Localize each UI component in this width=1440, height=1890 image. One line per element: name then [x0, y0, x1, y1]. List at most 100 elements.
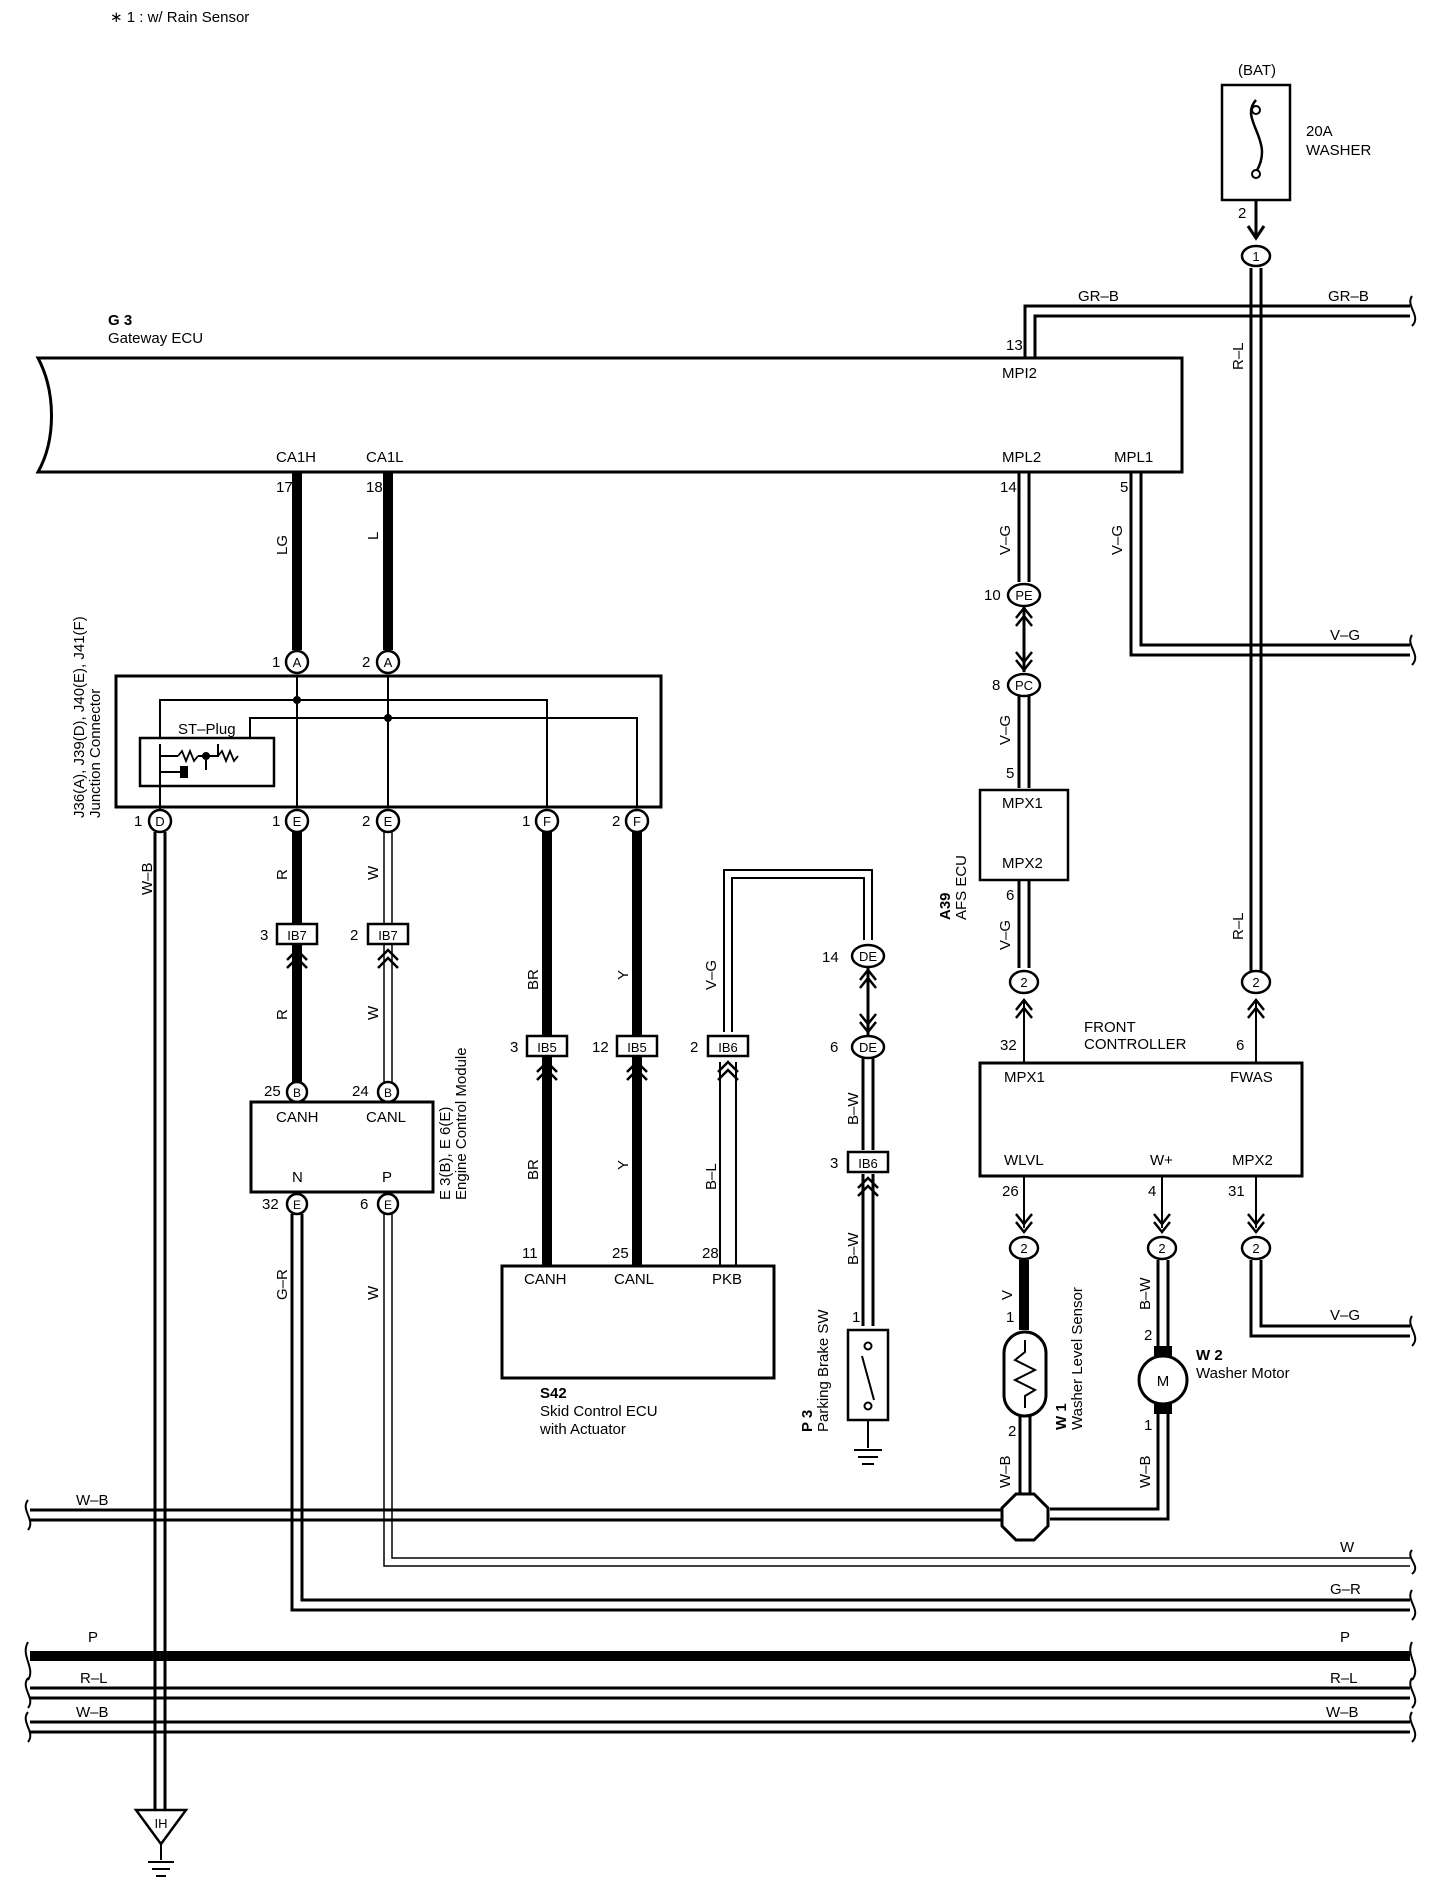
connector-ib6-2: 3 IB6 [830, 1150, 890, 1197]
wire-label-r-l-top: R–L [1230, 342, 1247, 370]
ib5-no-1: 3 [510, 1039, 518, 1056]
ecm-p6-code: E [384, 1198, 392, 1212]
jc-f1-code: F [543, 814, 551, 829]
ib6-no-1: 2 [690, 1039, 698, 1056]
bus-label-p-right: P [1340, 1629, 1350, 1646]
wire-label-b-w-1: B–W [845, 1092, 862, 1125]
ecm-p25-code: B [293, 1086, 301, 1100]
wire-label-w-4: W [1340, 1539, 1355, 1556]
connector-pc-label: PC [1015, 678, 1033, 693]
parking-brake-switch: 1 P 3 Parking Brake SW [799, 1309, 890, 1465]
wire-label-y-2: Y [615, 1160, 632, 1170]
washer-motor-p2: 2 [1144, 1327, 1152, 1344]
gateway-pin-mpl1-no: 5 [1120, 479, 1128, 496]
wire-v-g-afs-in [1017, 696, 1031, 788]
jc-name: Junction Connector [87, 689, 104, 818]
jc-e1-code: E [293, 814, 302, 829]
fc-mpx2: MPX2 [1232, 1152, 1273, 1169]
wire-label-v-g-3: V–G [1330, 627, 1360, 644]
wire-label-w-3: W [365, 1285, 382, 1300]
fc-name1: FRONT [1084, 1019, 1136, 1036]
connector-2-wplus [1146, 1235, 1178, 1261]
afs-pin5: 5 [1006, 765, 1014, 782]
gateway-id: G 3 [108, 312, 132, 329]
washer-level-p2: 2 [1008, 1423, 1016, 1440]
wire-label-v-g-7: V–G [703, 960, 720, 990]
connector-1-label: 1 [1252, 249, 1259, 264]
jc-d1-code: D [155, 814, 164, 829]
connector-2-label: 2 [1020, 975, 1027, 990]
connector-1-oval [1240, 244, 1272, 268]
gateway-pin-mpi2: MPI2 [1002, 365, 1037, 382]
connector-pc-no: 8 [992, 677, 1000, 694]
wire-v-g-afs-out [1017, 880, 1031, 968]
fc-p32: 32 [1000, 1037, 1017, 1054]
bus-label-w-b-left: W–B [76, 1704, 109, 1721]
wire-label-w-b-motor: W–B [1137, 1455, 1154, 1488]
afs-pin6: 6 [1006, 887, 1014, 904]
wire-w-b-motor [1050, 1414, 1170, 1521]
front-controller: FRONT CONTROLLER 32 6 MPX1 FWAS WLVL W+ … [978, 1019, 1304, 1200]
ib6-label-2: IB6 [858, 1156, 878, 1171]
wire-label-b-l: B–L [703, 1163, 720, 1190]
wire-w-b-sensor [1018, 1416, 1032, 1496]
connector-2-fwas: 2 [1240, 969, 1272, 1065]
washer-motor-name: Washer Motor [1196, 1365, 1290, 1382]
ib6-label-1: IB6 [718, 1040, 738, 1055]
jc-a1-no: 1 [272, 654, 280, 671]
gateway-ecu: G 3 Gateway ECU 13 MPI2 CA1H CA1L MPL2 M… [35, 312, 1184, 496]
wire-b-w-motor [1156, 1260, 1170, 1346]
gateway-name: Gateway ECU [108, 330, 203, 347]
wire-label-gr-b-left: GR–B [1078, 288, 1119, 305]
washer-level-p1: 1 [1006, 1309, 1014, 1326]
fc-mpx1: MPX1 [1004, 1069, 1045, 1086]
skid-pkb: PKB [712, 1271, 742, 1288]
skid-canl: CANL [614, 1271, 654, 1288]
fuse-rating: 20A [1306, 123, 1333, 140]
ecm-canl: CANL [366, 1109, 406, 1126]
ground-junction-octagon [1000, 1492, 1050, 1542]
wire-label-w-1: W [365, 865, 382, 880]
connector-ib7: 3 IB7 2 IB7 [260, 922, 410, 969]
wire-v-g-pkb [719, 869, 873, 1266]
engine-control-module: 25 B 24 B CANH CANL N P 32 E 6 E E 3(B),… [249, 1047, 470, 1216]
gateway-pin-ca1l: CA1L [366, 449, 404, 466]
wire-label-v: V [999, 1290, 1016, 1300]
ib7-no-2: 2 [350, 927, 358, 944]
wire-label-w-b-sensor: W–B [997, 1455, 1014, 1488]
ib7-label-2: IB7 [378, 928, 398, 943]
battery-label: (BAT) [1238, 62, 1276, 79]
ground-ih: IH [133, 1808, 189, 1877]
fuse-name: WASHER [1306, 142, 1371, 159]
washer-motor-id: W 2 [1196, 1347, 1223, 1364]
de-no-1: 14 [822, 949, 839, 966]
ib5-label-1: IB5 [537, 1040, 557, 1055]
wire-label-v-g-2: V–G [1109, 525, 1126, 555]
wire-v-g-mpx2 [1249, 1260, 1417, 1347]
wire-label-v-g-6: V–G [1330, 1307, 1360, 1324]
fuse-pin: 2 [1238, 205, 1246, 222]
washer-level-id: W 1 [1053, 1403, 1070, 1430]
jc-e2-code: E [384, 814, 393, 829]
fc-name2: CONTROLLER [1084, 1036, 1187, 1053]
skid-p28: 28 [702, 1245, 719, 1262]
connector-ib5-ib6: 3 IB5 12 IB5 2 IB6 [510, 1034, 750, 1081]
battery-fuse: (BAT) 20A WASHER 2 [1220, 62, 1371, 222]
fc-p6: 6 [1236, 1037, 1244, 1054]
ecm-p32-code: E [293, 1198, 301, 1212]
wire-label-g-r-2: G–R [1330, 1581, 1361, 1598]
skid-canh: CANH [524, 1271, 567, 1288]
wire-w-ecm [383, 1214, 1417, 1575]
wire-label-r-2: R [274, 1009, 291, 1020]
washer-level-name: Washer Level Sensor [1069, 1287, 1086, 1430]
connector-2-label: 2 [1158, 1241, 1165, 1256]
ib7-no-1: 3 [260, 927, 268, 944]
gateway-pin-ca1h: CA1H [276, 449, 316, 466]
skid-name1: Skid Control ECU [540, 1403, 658, 1420]
fc-fwas: FWAS [1230, 1069, 1273, 1086]
jc-a1-code: A [293, 655, 302, 670]
wire-label-v-g-1: V–G [997, 525, 1014, 555]
ground-ih-label: IH [155, 1816, 168, 1831]
connector-de: 14 DE 6 DE [822, 943, 886, 1060]
wire-label-w-b-ground: W–B [139, 862, 156, 895]
